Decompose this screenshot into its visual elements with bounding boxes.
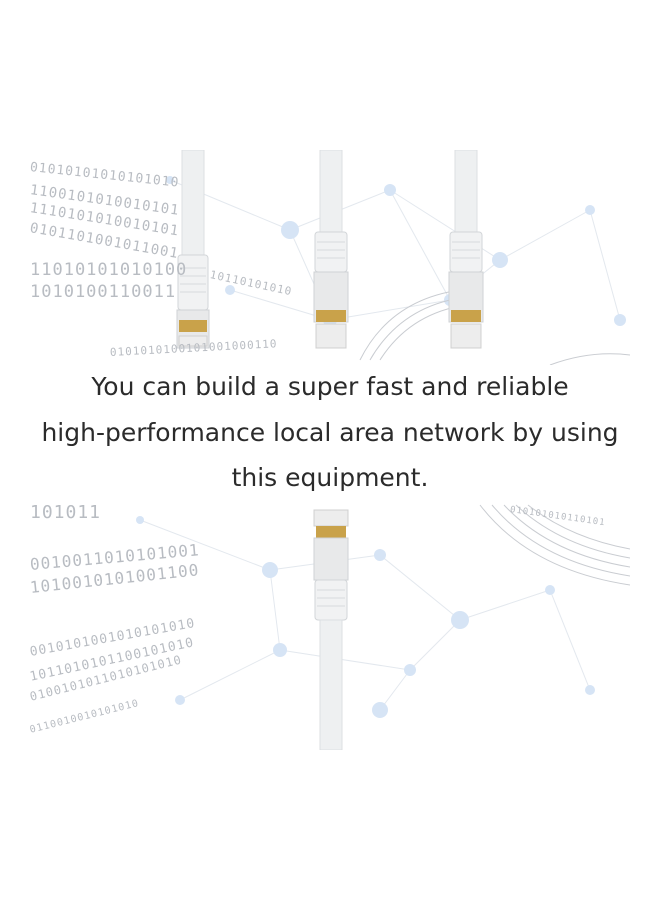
top-cable-photo: 01010101010101010 1100101010010101 11101… (30, 150, 630, 365)
headline-line-3: this equipment. (231, 463, 429, 492)
headline-line-2: high-performance local area network by u… (41, 418, 619, 447)
ethernet-cable-bottom (313, 509, 349, 750)
ethernet-cable-right (448, 150, 484, 349)
bottom-cable-photo: 101011 0010011010101001 1010010101001100… (30, 500, 630, 750)
binary-decoration: 1010100110011 (30, 282, 177, 302)
binary-decoration: 11010101010100 (30, 260, 188, 280)
network-mesh-background (136, 504, 630, 750)
network-mesh-background (166, 150, 630, 365)
ethernet-cable-left (176, 150, 210, 349)
headline-line-1: You can build a super fast and reliable (91, 372, 569, 401)
binary-decoration: 101011 (30, 502, 102, 523)
ethernet-cable-middle (313, 150, 349, 349)
